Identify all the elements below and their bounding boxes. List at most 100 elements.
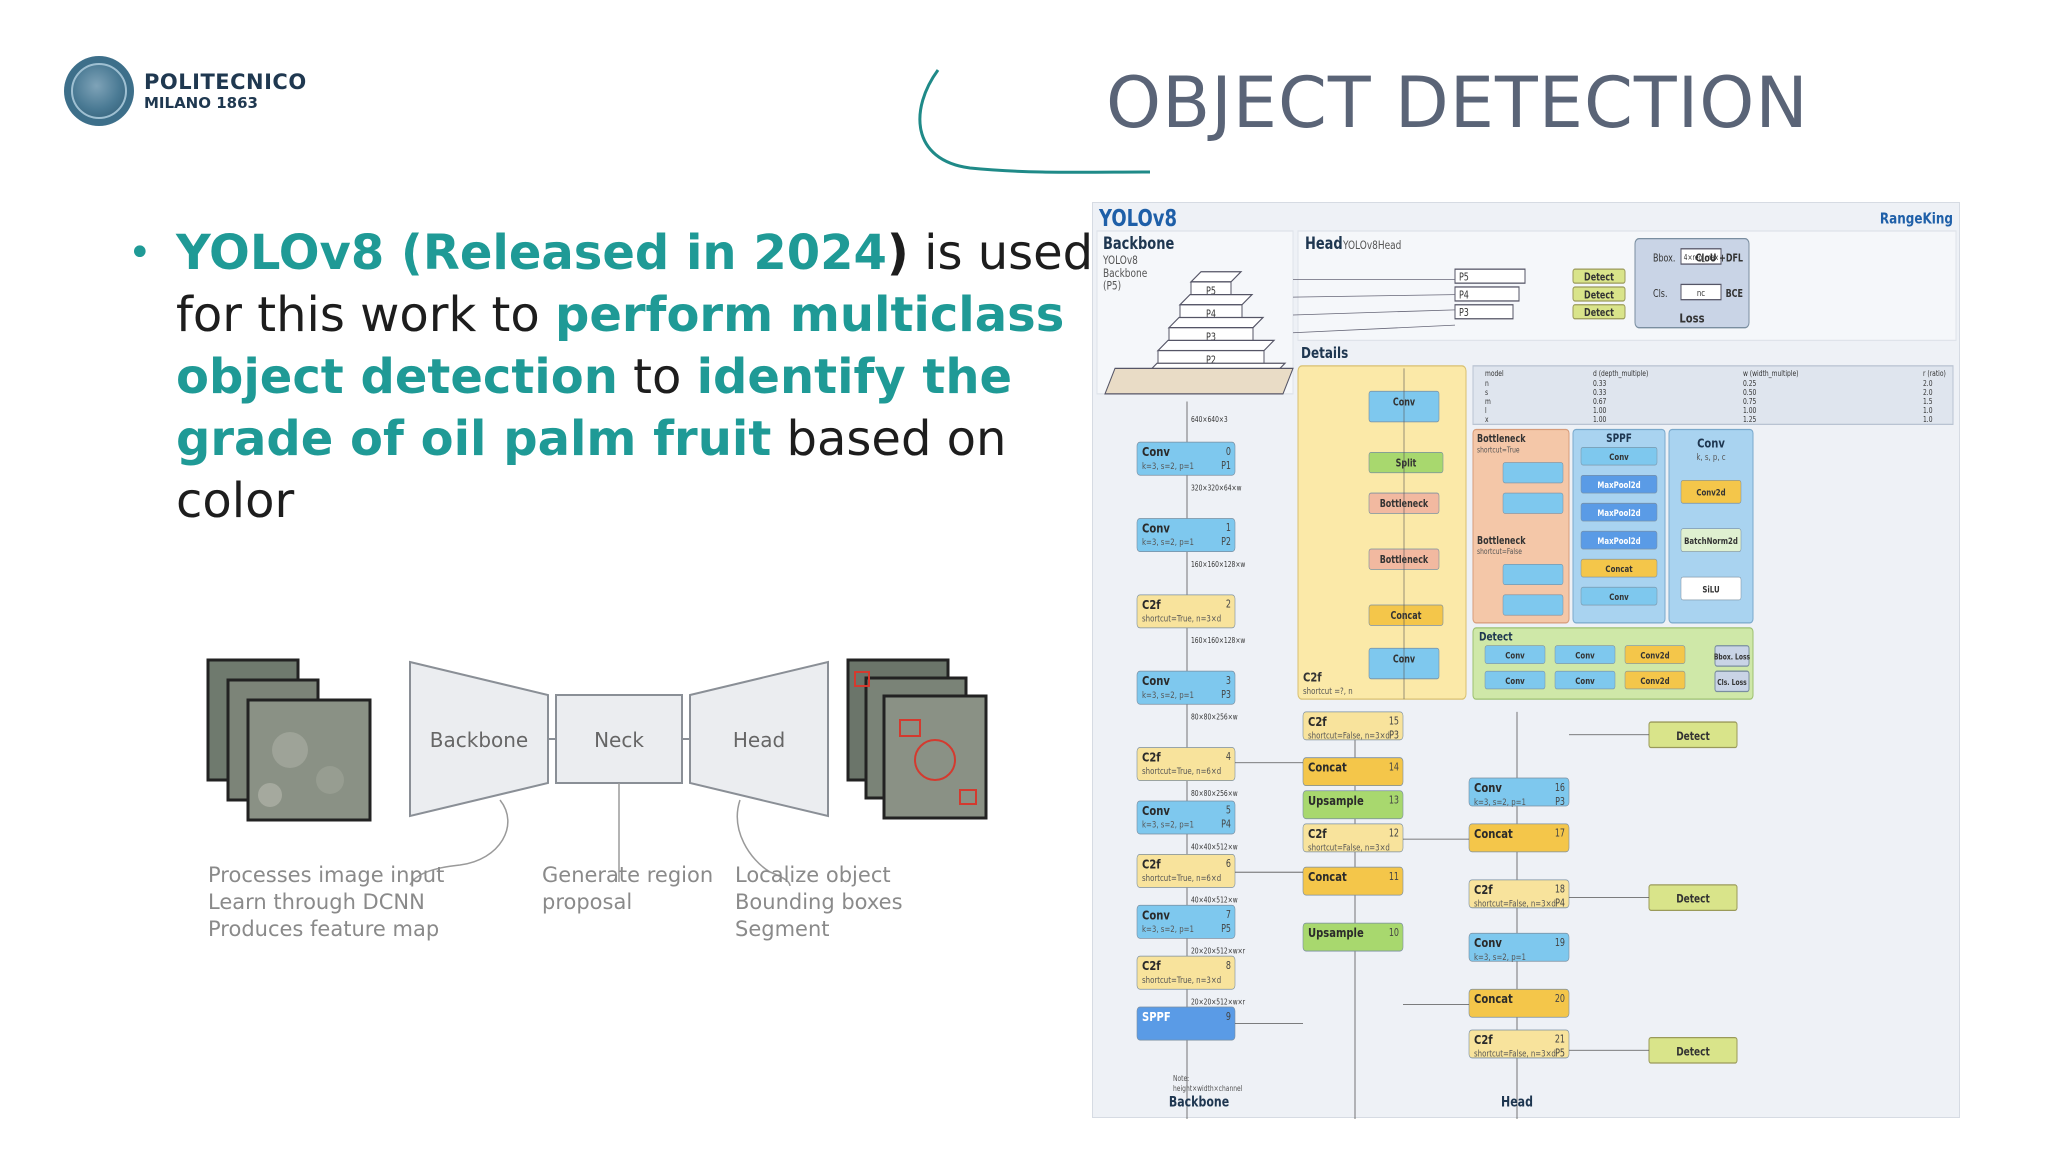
backbone-node-label: Conv — [1142, 803, 1170, 819]
head-caption: Localize object Bounding boxes Segment — [735, 863, 903, 941]
backbone-node-label: Conv — [1142, 673, 1170, 689]
backbone-node-box — [1136, 800, 1236, 835]
sppf-node-label: MaxPool2d — [1597, 508, 1640, 518]
model-table-cell: x — [1485, 415, 1489, 424]
details-title: Details — [1301, 345, 1348, 363]
model-table-cell: 1.25 — [1743, 415, 1756, 424]
model-table-cell: 1.00 — [1593, 406, 1606, 415]
conv-panel-node — [1680, 528, 1742, 552]
backbone-shape: 20×20×512×w×r — [1191, 947, 1245, 956]
backbone-node-args: shortcut=True, n=6×d — [1142, 873, 1221, 883]
detect-panel-node-label: Conv2d — [1640, 651, 1670, 661]
neck-node-label: C2f — [1308, 714, 1328, 730]
head-level — [1454, 304, 1514, 320]
backbone-node-box — [1136, 904, 1236, 939]
backbone-node-index: 3 — [1226, 676, 1231, 687]
conv-panel-node-label: BatchNorm2d — [1684, 536, 1738, 546]
note-line: Note: — [1173, 1074, 1189, 1083]
head-node-label: C2f — [1474, 882, 1494, 898]
model-table-cell: 0.33 — [1593, 388, 1606, 397]
bottleneck-false-title: Bottleneck — [1477, 536, 1526, 547]
head-node-box — [1468, 1029, 1570, 1059]
footer-backbone: Backbone — [1169, 1093, 1229, 1110]
head-detect-box — [1572, 286, 1626, 302]
backbone-node-label: Conv — [1142, 907, 1170, 923]
loss-reg-box — [1680, 248, 1722, 265]
head-detect-box — [1572, 268, 1626, 284]
backbone-node-index: 0 — [1226, 447, 1231, 458]
sppf-node-label: Concat — [1605, 564, 1632, 574]
model-table-cell: 1.00 — [1743, 406, 1756, 415]
backbone-panel-title: Backbone — [1103, 233, 1174, 253]
head-level-label: P4 — [1459, 291, 1469, 302]
backbone-node-index: 1 — [1226, 523, 1231, 534]
detect-panel-node — [1554, 670, 1616, 690]
neck-node-index: 14 — [1389, 763, 1399, 774]
c2f-details-sub: shortcut =?, n — [1303, 686, 1353, 696]
model-table-cell: 0.25 — [1743, 380, 1756, 389]
backbone-caption: Processes image input Learn through DCNN… — [208, 863, 445, 941]
backbone-panel-sub-line: Backbone — [1103, 267, 1147, 280]
backbone-node-label: C2f — [1142, 958, 1162, 974]
sppf-node-label: MaxPool2d — [1597, 536, 1640, 546]
sppf-title: SPPF — [1606, 432, 1632, 445]
pipeline-graphic: Backbone Neck Head — [206, 658, 988, 887]
backbone-node-label: SPPF — [1142, 1009, 1171, 1025]
sppf-node — [1580, 586, 1658, 606]
detect-panel-node — [1484, 670, 1546, 690]
bbox-loss-box — [1714, 645, 1750, 667]
pyramid-level-top — [1156, 339, 1276, 352]
neck-caption: Generate region proposal — [542, 863, 714, 914]
loss-nc-box — [1680, 283, 1722, 301]
backbone-shape: 80×80×256×w — [1191, 789, 1238, 798]
logo-text: POLITECNICO MILANO 1863 — [144, 70, 307, 112]
backbone-node-args: k=3, s=2, p=1 — [1142, 690, 1194, 700]
head-level-label: P5 — [1459, 273, 1469, 284]
detect-panel-node-label: Conv — [1575, 651, 1595, 661]
neck-node-box — [1302, 790, 1404, 820]
model-table-header: r (ratio) — [1923, 369, 1946, 378]
conv-panel — [1668, 428, 1754, 624]
pyramid-level-top — [1178, 293, 1254, 306]
detect-out-p4-label: Detect — [1676, 893, 1710, 906]
c2f-details-title: C2f — [1303, 669, 1323, 685]
loss-label: Loss — [1679, 310, 1704, 326]
plain-text: based on color — [176, 411, 1007, 529]
sppf-node-label: Conv — [1609, 592, 1629, 602]
neck-node-box — [1302, 922, 1404, 952]
head-node-box — [1468, 988, 1570, 1018]
head-detect-label: Detect — [1584, 273, 1614, 284]
model-table-cell: 0.50 — [1743, 388, 1756, 397]
backbone-node-index: 6 — [1226, 859, 1231, 870]
backbone-node-tag: P4 — [1221, 820, 1231, 831]
head-node-label: Conv — [1474, 780, 1502, 796]
head-level — [1454, 268, 1526, 284]
backbone-node-tag: P3 — [1221, 690, 1231, 701]
bottleneck-conv — [1502, 594, 1564, 616]
bullet-text: YOLOv8 (Released in 2024) is used for th… — [176, 222, 1096, 532]
backbone-node-box — [1136, 441, 1236, 476]
arch-title: YOLOv8 — [1098, 205, 1177, 232]
detect-panel-title: Detect — [1479, 631, 1513, 644]
model-table-cell: n — [1485, 380, 1489, 389]
bottleneck-panel — [1472, 428, 1570, 624]
loss-bce: BCE — [1726, 289, 1743, 300]
logo-line1: POLITECNICO — [144, 70, 307, 94]
neck-node-box — [1302, 823, 1404, 853]
conv-panel-sub: k, s, p, c — [1696, 452, 1725, 462]
neck-node-label: Concat — [1308, 759, 1347, 775]
head-node-index: 18 — [1555, 885, 1565, 896]
sppf-node — [1580, 502, 1658, 522]
head-node-args: k=3, s=2, p=1 — [1474, 952, 1526, 962]
model-table-cell: m — [1485, 397, 1491, 406]
head-node-tag: P5 — [1555, 1049, 1565, 1060]
backbone-node-index: 4 — [1226, 752, 1231, 763]
pipeline-diagram: Backbone Neck Head Processes image input… — [200, 650, 1060, 970]
loss-nc: nc — [1697, 288, 1705, 298]
conv-panel-title: Conv — [1697, 435, 1725, 451]
neck-node-index: 10 — [1389, 928, 1399, 939]
bullet-dot-icon: • — [128, 230, 152, 276]
sppf-node — [1580, 530, 1658, 550]
neck-node-args: shortcut=False, n=3×d — [1308, 843, 1390, 853]
